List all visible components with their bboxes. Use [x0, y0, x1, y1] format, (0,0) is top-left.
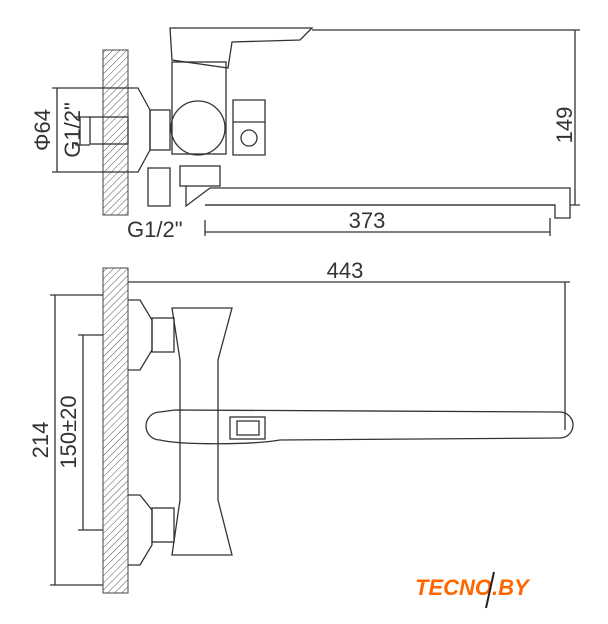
- dim-g12-bottom: G1/2": [127, 217, 183, 242]
- dim-214: 214: [28, 422, 53, 459]
- spout-front: [145, 409, 574, 445]
- top-view: 149 373 Φ64 G1/2" G1/2": [30, 27, 580, 242]
- nut: [149, 109, 171, 151]
- flange-top: [128, 87, 151, 173]
- flange-upper: [128, 299, 153, 371]
- flange-lower: [128, 494, 153, 566]
- dim-150: 150±20: [56, 395, 81, 468]
- dim-g12-top: G1/2": [60, 102, 85, 158]
- logo-text: TECNO.BY: [415, 575, 531, 600]
- dim-443: 443: [327, 258, 364, 283]
- body-top: [171, 61, 227, 155]
- body-front: [171, 307, 233, 556]
- wall-front: [102, 267, 129, 594]
- lever: [229, 416, 266, 440]
- handle-top: [169, 27, 314, 69]
- dim-373: 373: [349, 208, 386, 233]
- dim-phi64: Φ64: [30, 109, 55, 151]
- valve-ball: [170, 100, 226, 156]
- spout-top: [185, 186, 571, 219]
- logo: TECNO.BY: [415, 571, 531, 609]
- wall-top: [102, 49, 129, 216]
- dim-149: 149: [552, 107, 577, 144]
- front-view: 443 214 150±20: [28, 258, 574, 594]
